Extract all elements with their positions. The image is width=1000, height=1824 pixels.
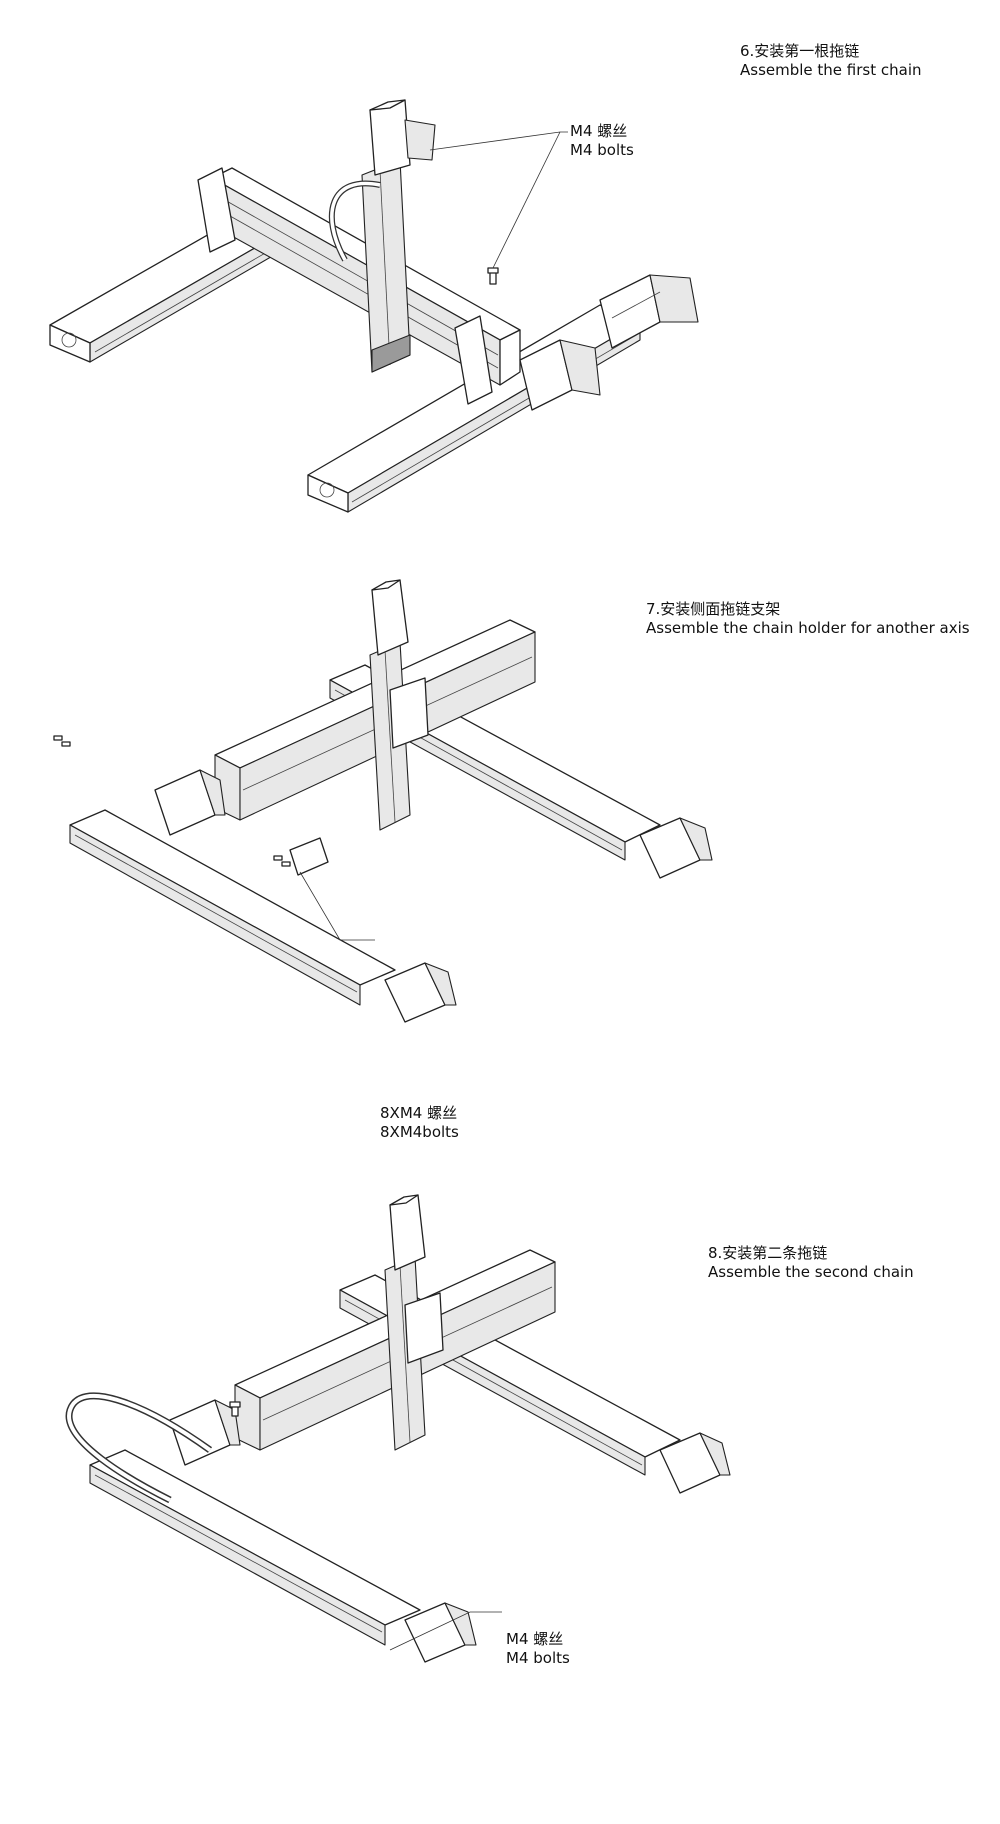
step-6-title: 6.安装第一根拖链 Assemble the first chain <box>740 42 922 80</box>
step-6-title-en: Assemble the first chain <box>740 61 922 79</box>
step-6-callout-cn: M4 螺丝 <box>570 122 628 140</box>
step-6-callout: M4 螺丝 M4 bolts <box>570 122 634 160</box>
step-6-leader-lines <box>429 131 568 151</box>
z-axis-column <box>384 1256 444 1451</box>
step-7-leader-line <box>299 871 375 941</box>
m4-bolt <box>229 1401 241 1417</box>
step-7-callout-en: 8XM4bolts <box>380 1123 459 1141</box>
step-8-callout-cn: M4 螺丝 <box>506 1630 564 1648</box>
y-axis-motor <box>599 274 699 349</box>
x-axis-motor <box>519 339 601 411</box>
step-6: 6.安装第一根拖链 Assemble the first chain M4 螺丝… <box>0 0 1000 560</box>
step-7-title: 7.安装侧面拖链支架 Assemble the chain holder for… <box>646 600 970 638</box>
chain-holder-bracket <box>289 837 329 876</box>
step-7-title-cn: 7.安装侧面拖链支架 <box>646 600 781 618</box>
step-8-title-cn: 8.安装第二条拖链 <box>708 1244 828 1262</box>
beam-brackets <box>197 167 493 405</box>
step-7-callout: 8XM4 螺丝 8XM4bolts <box>380 1104 459 1142</box>
step-7-callout-cn: 8XM4 螺丝 <box>380 1104 458 1122</box>
step-8-leader-line <box>389 1611 502 1651</box>
z-axis-column <box>361 159 411 373</box>
step-8-title: 8.安装第二条拖链 Assemble the second chain <box>708 1244 914 1282</box>
step-6-callout-en: M4 bolts <box>570 141 634 159</box>
z-axis-motor <box>389 1194 426 1271</box>
step-8-callout-en: M4 bolts <box>506 1649 570 1667</box>
front-rail <box>69 809 396 1006</box>
back-rail-motor <box>659 1432 731 1494</box>
drag-chain <box>328 180 381 262</box>
step-8: 8.安装第二条拖链 Assemble the second chain M4 螺… <box>0 1180 1000 1824</box>
m4-bolt <box>487 267 499 285</box>
x-axis-motor <box>154 769 226 836</box>
z-axis-motor <box>371 579 409 656</box>
front-rail-motor <box>384 962 457 1023</box>
step-7-title-en: Assemble the chain holder for another ax… <box>646 619 970 637</box>
step-7-gantry-drawing <box>53 579 713 1023</box>
step-6-gantry-drawing <box>49 99 699 513</box>
z-axis-column <box>369 641 429 831</box>
second-drag-chain <box>65 1392 213 1504</box>
step-7: 7.安装侧面拖链支架 Assemble the chain holder for… <box>0 560 1000 1180</box>
step-8-callout: M4 螺丝 M4 bolts <box>506 1630 570 1668</box>
back-rail-motor <box>639 817 713 879</box>
step-8-gantry-drawing <box>65 1194 731 1663</box>
step-6-title-cn: 6.安装第一根拖链 <box>740 42 860 60</box>
front-rail <box>89 1449 421 1646</box>
step-8-title-en: Assemble the second chain <box>708 1263 914 1281</box>
m4-bolts <box>53 735 291 867</box>
front-rail-motor <box>404 1602 477 1663</box>
z-axis-motor <box>369 99 436 176</box>
